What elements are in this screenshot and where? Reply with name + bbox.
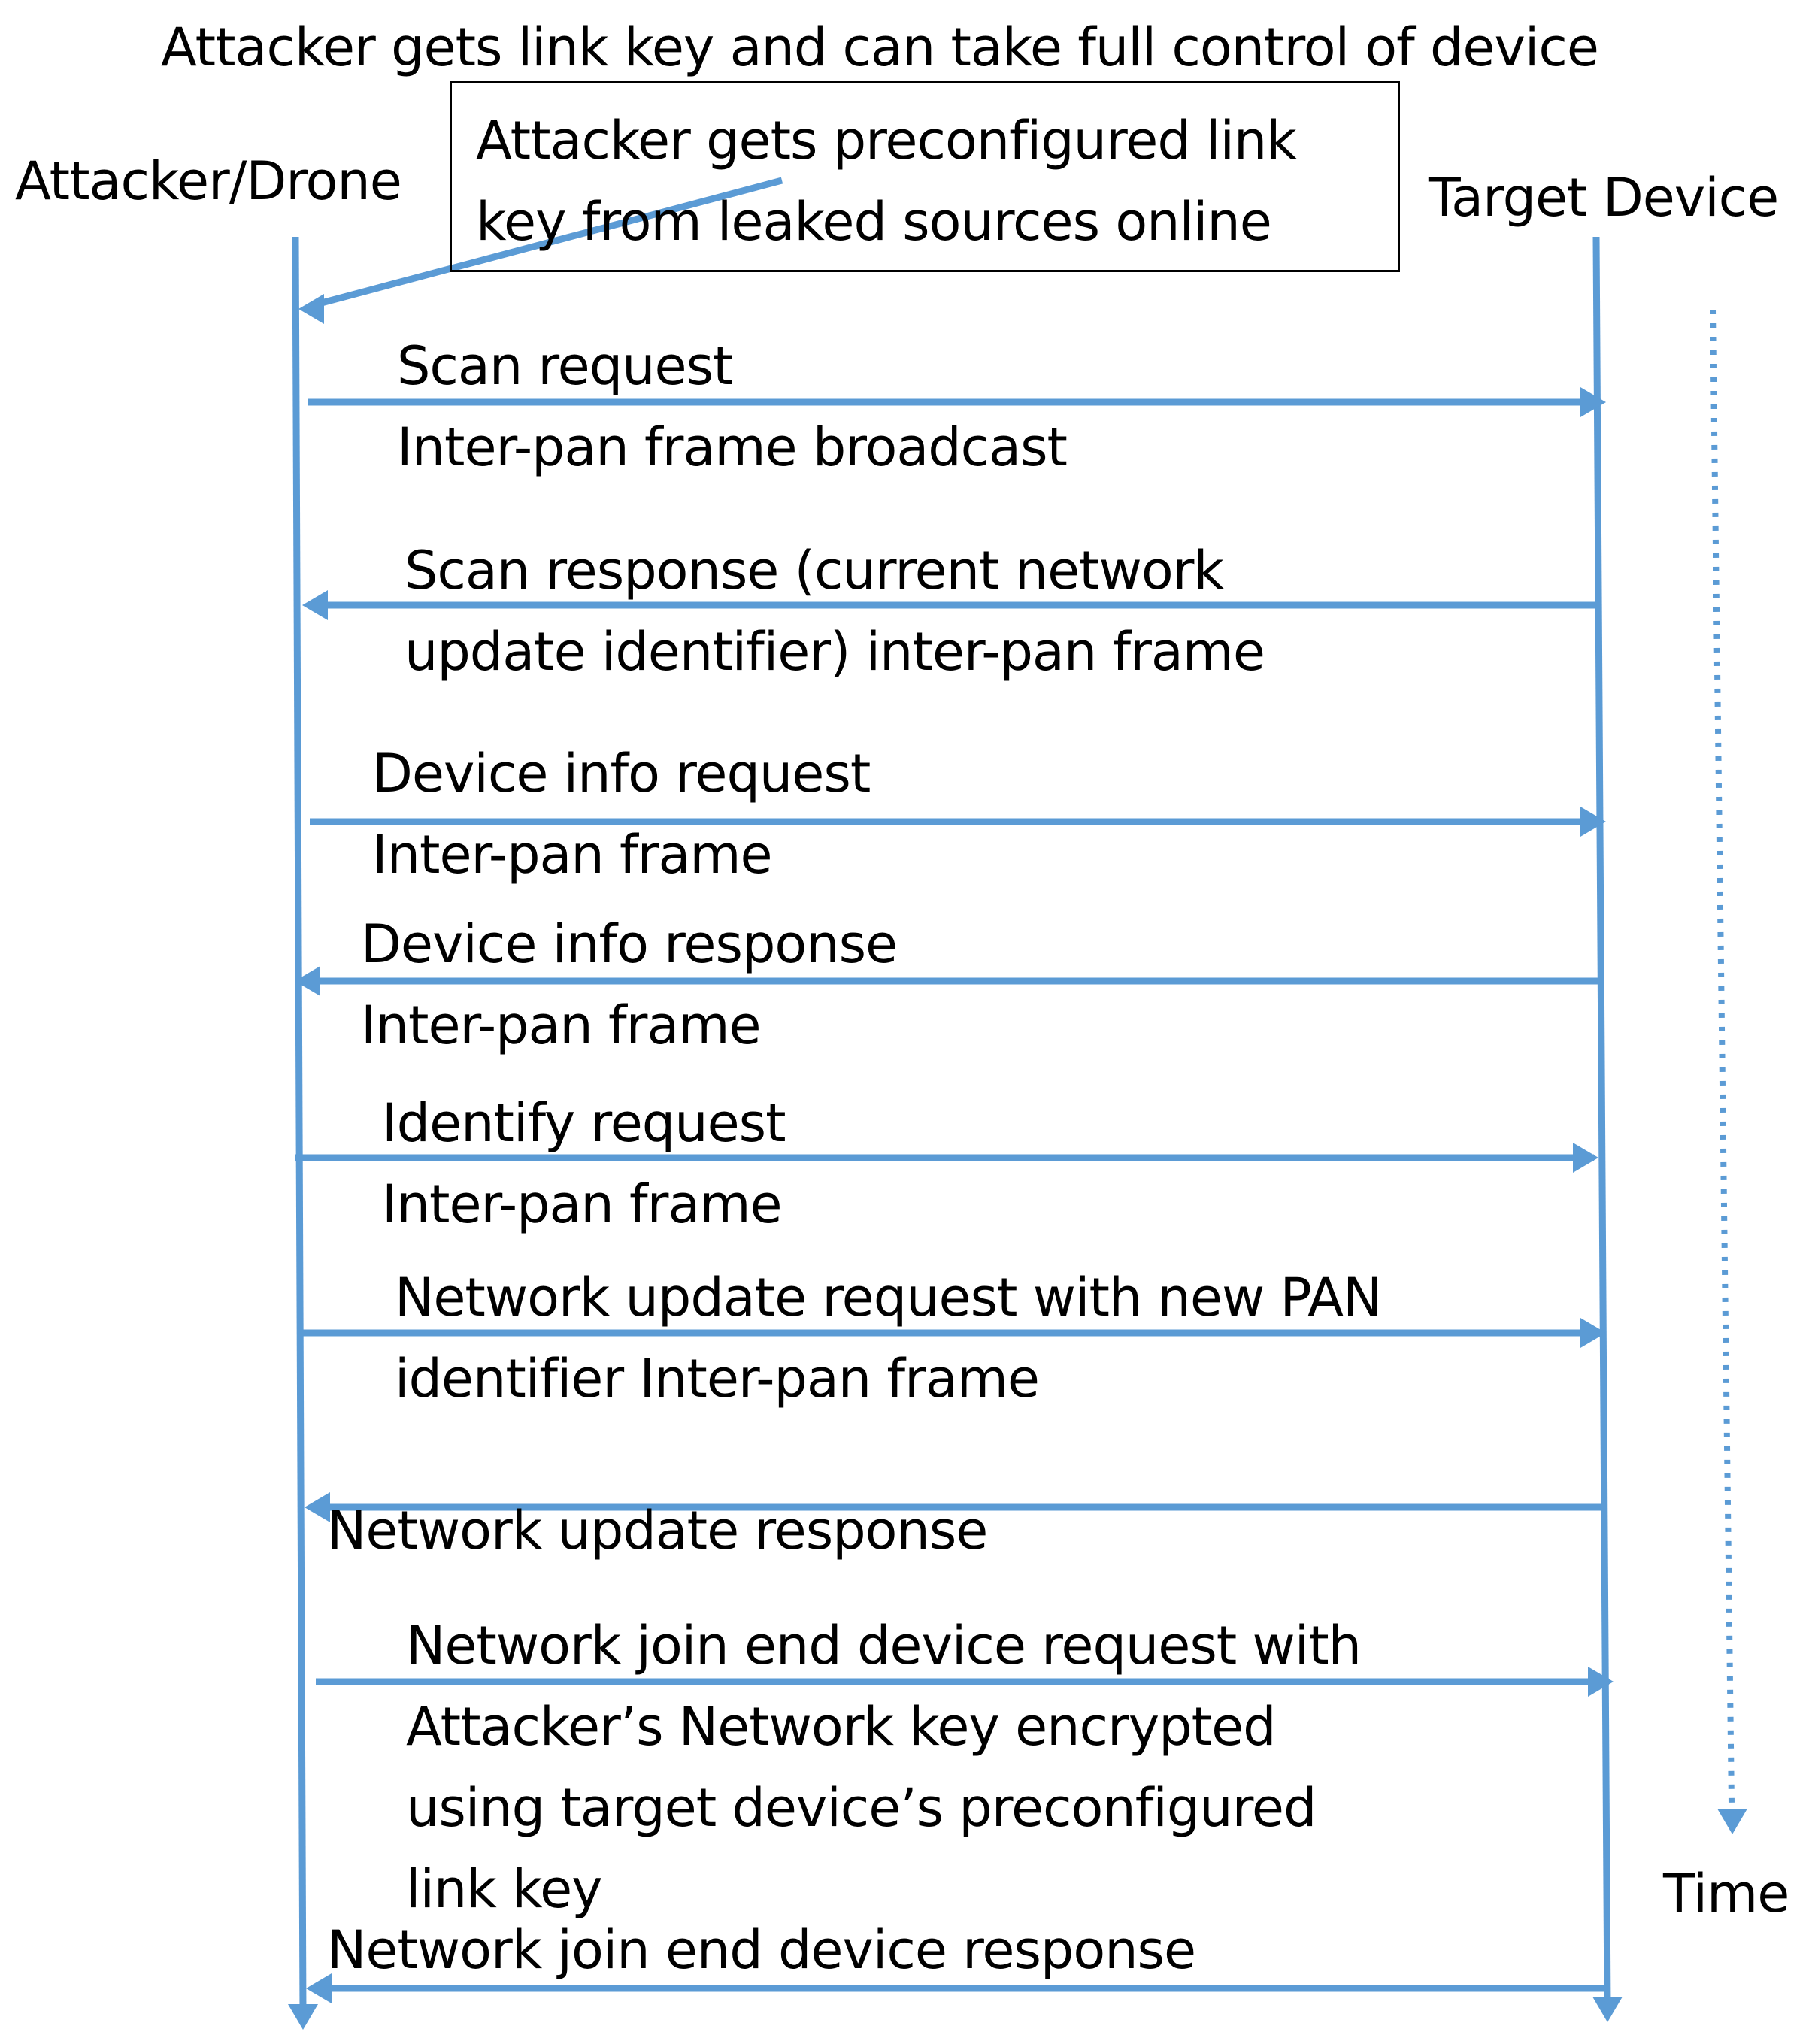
message-arrowhead-4 [295,966,320,996]
message-arrowhead-3 [1580,807,1606,837]
message-arrowhead-5 [1573,1143,1598,1173]
message-arrowhead-8 [1588,1667,1614,1697]
note-pointer-arrowhead [298,294,324,324]
attacker-lifeline [292,236,307,2015]
message-label-line: Device info request [372,743,871,804]
diagram-title: Attacker gets link key and can take full… [161,17,1599,78]
message-label-line: Network join end device request with [406,1615,1362,1676]
message-label-line: Attacker’s Network key encrypted [406,1696,1277,1758]
message-label-line: Inter-pan frame [361,995,762,1056]
time-axis-arrowhead [1717,1809,1747,1834]
message-label-line: using target device’s preconfigured [406,1777,1317,1839]
actor-label-target: Target Device [1429,167,1779,229]
message-arrowhead-2 [302,590,328,620]
message-label-line: update identifier) inter-pan frame [405,621,1265,683]
message-label-line: Scan response (current network [405,540,1224,601]
message-label-line: identifier Inter-pan frame [395,1348,1040,1410]
message-label-line: Network join end device response [327,1919,1196,1981]
message-label-line: link key [406,1858,603,1920]
message-arrowhead-9 [306,1973,332,2003]
message-arrowhead-6 [1580,1318,1606,1348]
message-label-2: Scan response (current network update ide… [405,530,1265,692]
attacker-lifeline-arrowhead [288,2004,318,2030]
message-arrowhead-1 [1580,387,1606,417]
time-axis [1710,309,1735,1805]
link-key-note: Attacker gets preconfigured link key fro… [450,81,1400,272]
message-label-line: Identify request [382,1092,786,1154]
message-label-line: Scan request [397,335,734,397]
message-label-line: Inter-pan frame broadcast [397,416,1068,478]
target-lifeline [1592,236,1611,2008]
message-label-7: Network update response [327,1490,988,1571]
message-label-line: Inter-pan frame [382,1173,783,1235]
message-label-line: Inter-pan frame [372,824,773,886]
note-pointer-arrow [314,177,783,308]
target-lifeline-arrowhead [1592,1997,1623,2022]
message-arrowhead-7 [305,1492,330,1522]
message-label-line: Device info response [361,913,898,975]
message-label-6: Network update request with new PAN ident… [395,1257,1382,1419]
actor-label-attacker: Attacker/Drone [15,150,402,212]
message-label-line: Network update request with new PAN [395,1267,1382,1328]
message-label-line: Network update response [327,1500,988,1561]
time-label: Time [1663,1863,1789,1924]
message-label-9: Network join end device response [327,1909,1196,1991]
